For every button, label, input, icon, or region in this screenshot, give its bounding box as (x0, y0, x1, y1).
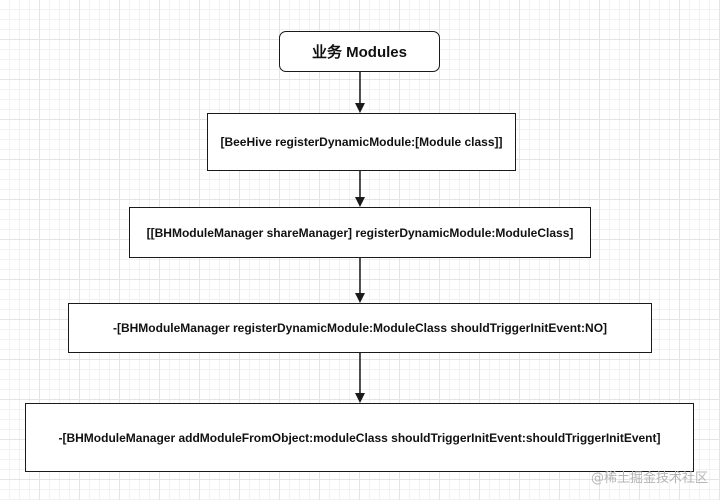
register-should-trigger-init-node: -[BHModuleManager registerDynamicModule:… (68, 303, 652, 353)
share-manager-register-label: [[BHModuleManager shareManager] register… (146, 225, 574, 240)
business-modules-node: 业务 Modules (279, 31, 440, 72)
add-module-from-object-node: -[BHModuleManager addModuleFromObject:mo… (25, 403, 694, 472)
beehive-register-dynamic-module-label: [BeeHive registerDynamicModule:[Module c… (220, 135, 503, 149)
beehive-register-dynamic-module-node: [BeeHive registerDynamicModule:[Module c… (207, 113, 516, 171)
share-manager-register-node: [[BHModuleManager shareManager] register… (129, 207, 591, 258)
business-modules-label: 业务 Modules (311, 44, 407, 61)
register-should-trigger-init-label: -[BHModuleManager registerDynamicModule:… (112, 321, 608, 335)
add-module-from-object-label: -[BHModuleManager addModuleFromObject:mo… (58, 430, 661, 445)
watermark-text: @稀土掘金技术社区 (590, 471, 708, 486)
